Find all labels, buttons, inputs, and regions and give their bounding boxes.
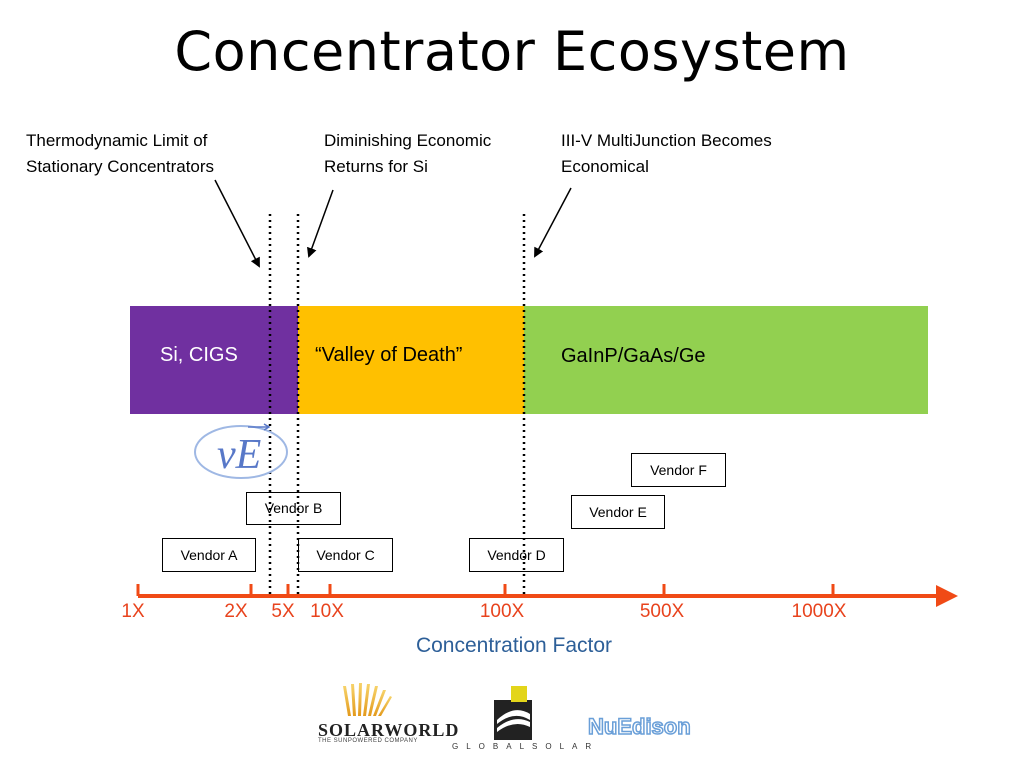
annotation-line: Thermodynamic Limit of bbox=[26, 131, 208, 150]
band-label-gainp-gaas-ge: GaInP/GaAs/Ge bbox=[561, 345, 706, 367]
solarworld-logo-text: SOLARWORLD bbox=[318, 720, 460, 740]
vendor-c-box: Vendor C bbox=[298, 538, 393, 572]
axis-label-500x: 500X bbox=[639, 601, 685, 622]
axis-label-10x: 10X bbox=[310, 601, 344, 622]
annotation-diminishing-returns: Diminishing Economic Returns for Si bbox=[324, 128, 491, 180]
ve-logo: vE bbox=[194, 423, 288, 479]
vendor-b-box: Vendor B bbox=[246, 492, 341, 525]
axis-label-1000x: 1000X bbox=[791, 601, 847, 622]
axis-arrowhead bbox=[936, 585, 958, 607]
ve-logo-text: vE bbox=[217, 432, 261, 478]
axis-title: Concentration Factor bbox=[415, 634, 613, 657]
solarworld-logo-subtitle: THE SUNPOWERED COMPANY bbox=[318, 738, 418, 744]
annotation-multijunction: III-V MultiJunction Becomes Economical bbox=[561, 128, 772, 180]
axis-label-2x: 2X bbox=[224, 601, 248, 622]
ve-logo-vector-arrowhead bbox=[263, 423, 271, 431]
vendor-e-box: Vendor E bbox=[571, 495, 665, 529]
annotation-line: Diminishing Economic bbox=[324, 131, 492, 150]
arrow-thermodynamic bbox=[214, 179, 260, 268]
band-label-si-cigs: Si, CIGS bbox=[160, 344, 238, 366]
nuedison-logo: NuEdison bbox=[587, 713, 691, 740]
annotation-line: Returns for Si bbox=[324, 157, 428, 176]
solarworld-logo-rays bbox=[343, 683, 392, 716]
axis-label-100x: 100X bbox=[479, 601, 525, 622]
arrow-diminishing-returns bbox=[307, 189, 334, 258]
annotation-line: III-V MultiJunction Becomes bbox=[561, 131, 772, 150]
annotation-line: Stationary Concentrators bbox=[26, 157, 215, 176]
band-label-valley-of-death: “Valley of Death” bbox=[315, 344, 463, 366]
vendor-a-box: Vendor A bbox=[162, 538, 256, 572]
globalsolar-logo-mark bbox=[494, 686, 532, 740]
arrow-multijunction bbox=[534, 187, 572, 258]
band-gainp-gaas-ge bbox=[524, 306, 928, 414]
band-valley-of-death bbox=[298, 306, 524, 414]
annotation-thermodynamic-limit: Thermodynamic Limit of Stationary Concen… bbox=[26, 128, 214, 180]
globalsolar-logo-text: GLOBALSOLAR bbox=[452, 742, 600, 751]
axis-label-5x: 5X bbox=[271, 601, 295, 622]
axis-label-1x: 1X bbox=[121, 601, 145, 622]
vendor-f-box: Vendor F bbox=[631, 453, 726, 487]
vendor-d-box: Vendor D bbox=[469, 538, 564, 572]
concentration-axis bbox=[136, 584, 958, 607]
annotation-line: Economical bbox=[561, 157, 649, 176]
page-title: Concentrator Ecosystem bbox=[174, 20, 850, 83]
ve-logo-ellipse bbox=[194, 425, 288, 479]
